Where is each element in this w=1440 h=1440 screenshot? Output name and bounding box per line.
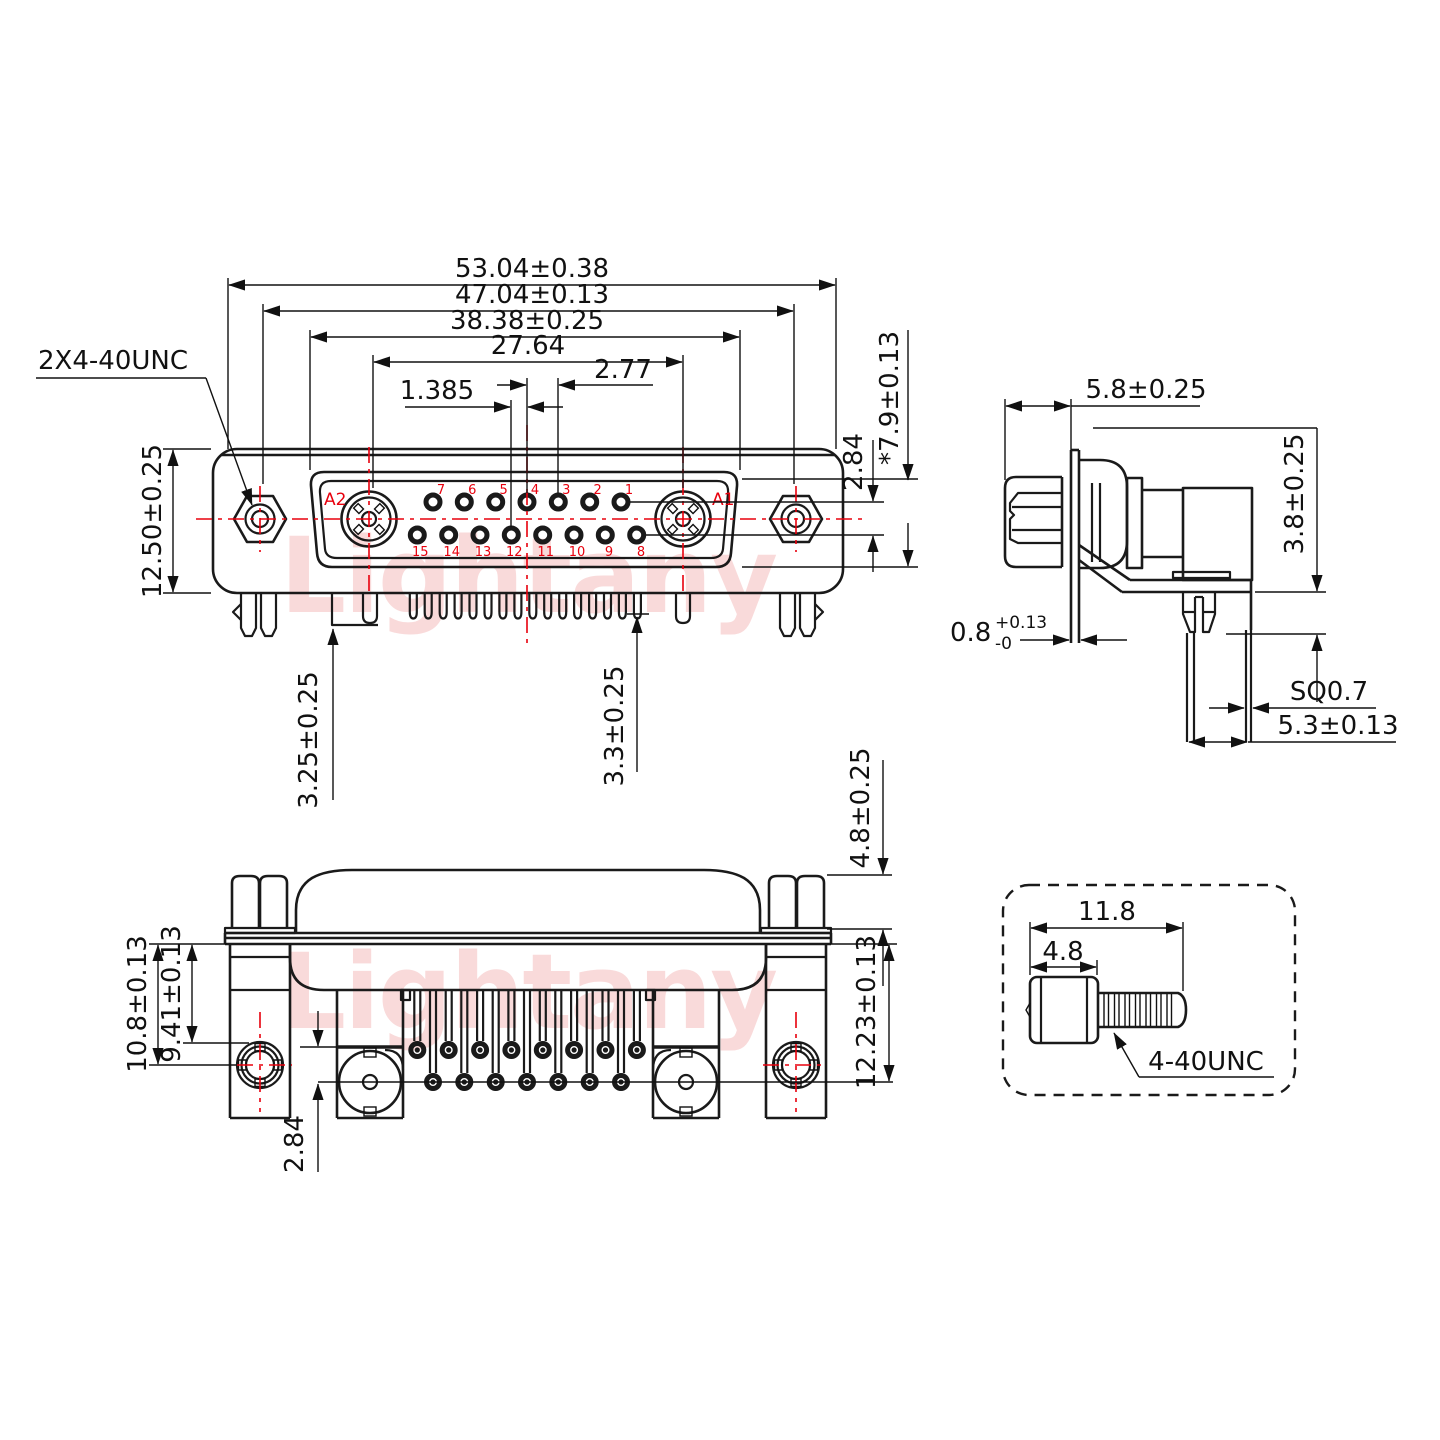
dim-flange-tol-minus: -0	[995, 634, 1012, 654]
pin-number-2: 2	[594, 483, 602, 498]
dim-mount-span: 47.04±0.13	[455, 280, 609, 310]
side-standoff	[1181, 592, 1217, 634]
bottom-standoff-hexes	[223, 874, 833, 935]
pin-number-12: 12	[506, 545, 523, 560]
bottom-centerlines	[237, 1012, 823, 1112]
side-block-foot	[1171, 570, 1232, 580]
watermark-bottom: Lightany	[280, 931, 776, 1053]
side-bracket	[1078, 543, 1253, 630]
dim-flange-height: *7.9±0.13	[875, 331, 905, 465]
pin-number-8: 8	[637, 545, 645, 560]
dim-row-gap: 2.84	[839, 433, 869, 491]
dim-coax-offset: 2.84	[280, 1115, 310, 1173]
dim-bracket-height: 3.8±0.25	[1280, 433, 1310, 554]
dim-mount-to-center: 10.8±0.13	[123, 935, 153, 1073]
side-backshell	[1003, 475, 1062, 569]
pin-number-9: 9	[605, 545, 613, 560]
side-flange	[1069, 448, 1081, 643]
side-dimensions: 5.8±0.25 3.8±0.25 0.8 +0.13 -0 SQ0.7 5.3…	[950, 375, 1399, 748]
dim-pin-pitch: 2.77	[594, 355, 652, 385]
screw-drawing	[1025, 975, 1188, 1045]
pin-number-15: 15	[412, 545, 429, 560]
dim-flange-thickness: 0.8	[950, 618, 991, 648]
pin-number-4: 4	[531, 483, 539, 498]
thread-spec-label: 4-40UNC	[1148, 1047, 1264, 1077]
bottom-key-tab-right	[644, 988, 657, 1002]
front-centerlines	[196, 425, 862, 648]
front-pin-numbers: 1 2 3 4 5 6 7 8 9 10 11 12 13 14 15	[412, 483, 645, 560]
dim-head-length: 4.8	[1042, 937, 1083, 967]
dim-pin-offset: 5.3±0.13	[1277, 711, 1398, 741]
pin-number-5: 5	[500, 483, 508, 498]
dim-flange-to-coax: 12.23±0.13	[852, 935, 882, 1089]
pin-number-1: 1	[625, 483, 633, 498]
pin-number-6: 6	[468, 483, 476, 498]
bottom-key-tab-left	[399, 988, 412, 1002]
screw-dimensions: 4.8 11.8 4-40UNC	[1029, 897, 1274, 1078]
dim-nut-height: 4.8±0.25	[846, 747, 876, 868]
pin-number-3: 3	[562, 483, 570, 498]
dim-overall-length: 11.8	[1078, 897, 1136, 927]
front-pins-bottom-row	[407, 525, 647, 545]
dim-flange-tol-plus: +0.13	[995, 613, 1047, 633]
front-view: 1 2 3 4 5 6 7 8 9 10 11 12 13 14 15 A2 A…	[36, 254, 918, 809]
coax-label-a2: A2	[324, 490, 346, 510]
bottom-pin-tails-upper	[408, 990, 646, 1059]
front-pin-tails	[408, 593, 642, 620]
dim-pin-section: SQ0.7	[1290, 677, 1368, 707]
dim-coax-span: 27.64	[491, 331, 565, 361]
side-pins	[1185, 630, 1253, 742]
side-view: 5.8±0.25 3.8±0.25 0.8 +0.13 -0 SQ0.7 5.3…	[950, 375, 1399, 748]
bottom-body	[288, 944, 768, 992]
bottom-flange	[223, 931, 833, 946]
dim-mount-to-insert: 9.41±0.13	[157, 925, 187, 1063]
side-step-ring	[1125, 476, 1144, 570]
pin-number-11: 11	[537, 545, 554, 560]
dim-body-height: 12.50±0.25	[138, 444, 168, 598]
front-body-outline	[211, 447, 845, 595]
side-hex-nut	[1008, 491, 1062, 545]
pin-number-13: 13	[475, 545, 492, 560]
front-a1-tail	[674, 593, 692, 625]
front-left-step	[330, 593, 378, 627]
side-rf-block	[1181, 486, 1254, 582]
coax-label-a1: A1	[712, 490, 734, 510]
dim-pin-half-pitch: 1.385	[400, 376, 474, 406]
dim-flange-width: 38.38±0.25	[450, 306, 604, 336]
side-shoulder	[1079, 458, 1129, 570]
dim-left-tail: 3.25±0.25	[294, 671, 324, 809]
screw-detail: 4.8 11.8 4-40UNC	[1001, 883, 1297, 1097]
bottom-shell	[294, 868, 762, 933]
pin-number-14: 14	[443, 545, 460, 560]
pin-number-10: 10	[569, 545, 586, 560]
front-pins-top-row	[423, 492, 631, 512]
front-board-locks	[231, 593, 825, 638]
dim-overall-width: 53.04±0.38	[455, 254, 609, 284]
front-dsub-flange-outer	[309, 470, 739, 569]
front-dimensions: 53.04±0.38 47.04±0.13 38.38±0.25 27.64 2…	[36, 254, 918, 809]
detail-box	[1001, 883, 1297, 1097]
dim-depth: 5.8±0.25	[1085, 375, 1206, 405]
bottom-dimensions: 10.8±0.13 9.41±0.13 2.84 12.23±0.13 4.8±…	[123, 747, 897, 1173]
pin-number-7: 7	[437, 483, 445, 498]
thread-callout-label: 2X4-40UNC	[38, 346, 188, 376]
dim-right-tail: 3.3±0.25	[600, 665, 630, 786]
front-hex-nut-right	[768, 494, 824, 544]
bottom-view: 10.8±0.13 9.41±0.13 2.84 12.23±0.13 4.8±…	[123, 747, 897, 1173]
front-dsub-flange-inner	[318, 479, 730, 560]
front-a2-tail	[361, 593, 379, 625]
